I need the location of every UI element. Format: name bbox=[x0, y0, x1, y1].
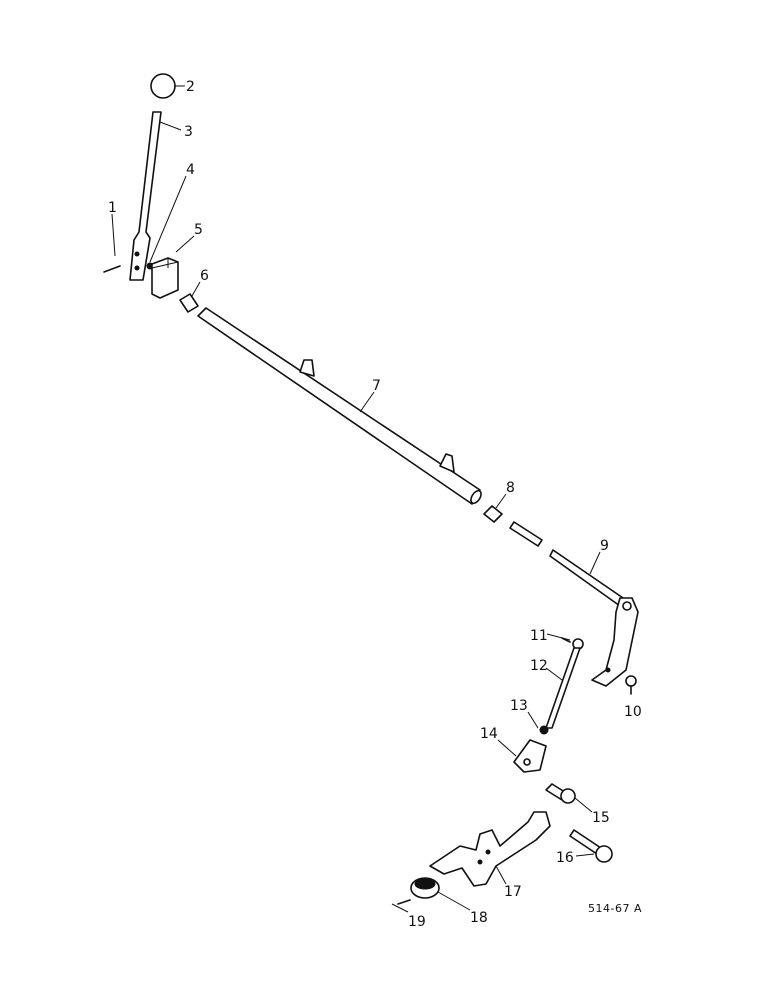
part-16-bolt bbox=[569, 829, 613, 863]
callout-10: 10 bbox=[624, 704, 642, 720]
part-17-fork bbox=[429, 811, 551, 887]
part-13-nut bbox=[539, 725, 549, 735]
callout-9: 9 bbox=[600, 538, 609, 554]
leader-lines bbox=[111, 85, 601, 913]
callout-4: 4 bbox=[186, 162, 195, 178]
part-6-bushing bbox=[179, 293, 199, 313]
part-7-shaft bbox=[197, 307, 482, 505]
callout-17: 17 bbox=[504, 884, 522, 900]
callout-6: 6 bbox=[200, 268, 209, 284]
callout-7: 7 bbox=[372, 378, 381, 394]
part-2-knob bbox=[150, 73, 176, 99]
callout-labels: 2 3 4 1 5 6 7 8 9 10 11 12 13 14 15 16 1… bbox=[108, 79, 642, 930]
drawing-code: 514-67 A bbox=[588, 902, 642, 915]
callout-1: 1 bbox=[108, 200, 117, 216]
callout-12: 12 bbox=[530, 658, 548, 674]
callout-13: 13 bbox=[510, 698, 528, 714]
part-5-block bbox=[151, 257, 179, 299]
callout-19: 19 bbox=[408, 914, 426, 930]
part-1-pin bbox=[103, 265, 121, 273]
callout-3: 3 bbox=[184, 124, 193, 140]
part-10-bolt bbox=[625, 675, 637, 695]
part-19-pin bbox=[397, 899, 411, 905]
callout-14: 14 bbox=[480, 726, 498, 742]
part-3-lever bbox=[129, 111, 162, 281]
part-14-clevis bbox=[513, 739, 547, 773]
part-8-bushing bbox=[483, 505, 503, 523]
part-12-link bbox=[545, 638, 584, 729]
callout-11: 11 bbox=[530, 628, 548, 644]
part-15-pin bbox=[545, 783, 576, 804]
part-9-rod-arm bbox=[509, 521, 639, 687]
callout-2: 2 bbox=[186, 79, 195, 95]
callout-5: 5 bbox=[194, 222, 203, 238]
callout-18: 18 bbox=[470, 910, 488, 926]
callout-16: 16 bbox=[556, 850, 574, 866]
callout-8: 8 bbox=[506, 480, 515, 496]
part-18-roller bbox=[410, 877, 440, 899]
callout-15: 15 bbox=[592, 810, 610, 826]
